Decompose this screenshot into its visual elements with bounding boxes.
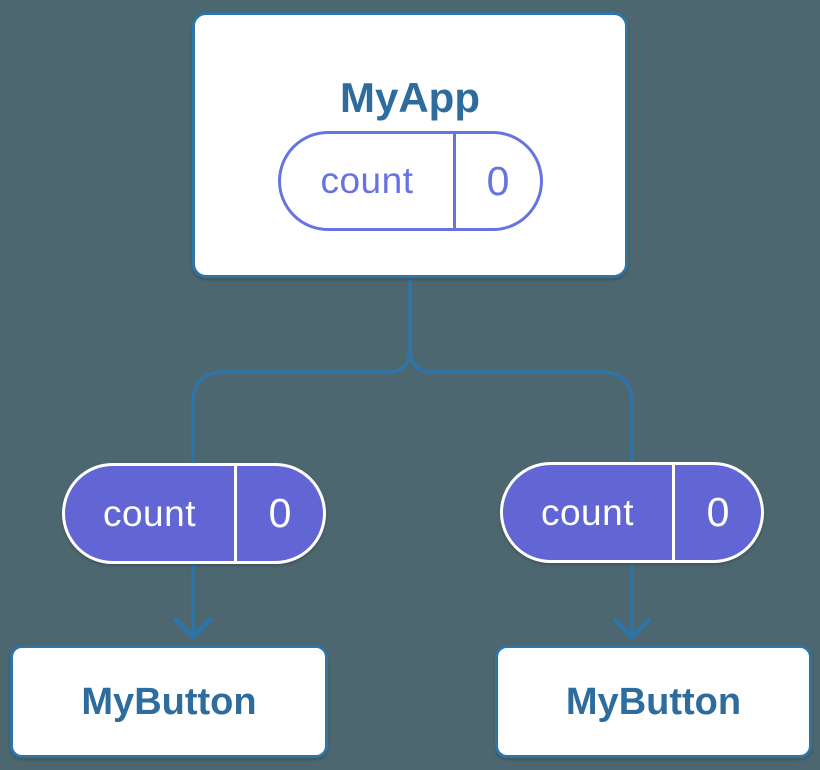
state-label: count [540,491,634,533]
right-child-component-card: MyButton [495,645,812,758]
state-value: 0 [486,157,510,204]
root-state-pill: count 0 [278,131,543,231]
pill-divider [453,134,456,228]
fork-right-branch-line [408,345,634,463]
left-child-component-card: MyButton [10,645,328,758]
right-prop-pill: count 0 [500,462,764,563]
state-label: count [102,492,196,534]
child-component-title: MyButton [81,680,257,723]
child-component-title: MyButton [565,680,742,723]
root-component-card: MyApp count 0 [192,12,628,278]
state-value: 0 [268,490,292,536]
state-value: 0 [706,489,730,535]
fork-left-branch-line [191,345,412,463]
root-component-title: MyApp [340,74,480,121]
pill-divider [234,466,237,561]
left-arrow-down-icon [173,617,213,640]
right-arrow-down-icon [612,617,652,640]
left-prop-pill: count 0 [62,463,326,564]
state-label: count [320,160,414,201]
pill-divider [672,465,675,560]
